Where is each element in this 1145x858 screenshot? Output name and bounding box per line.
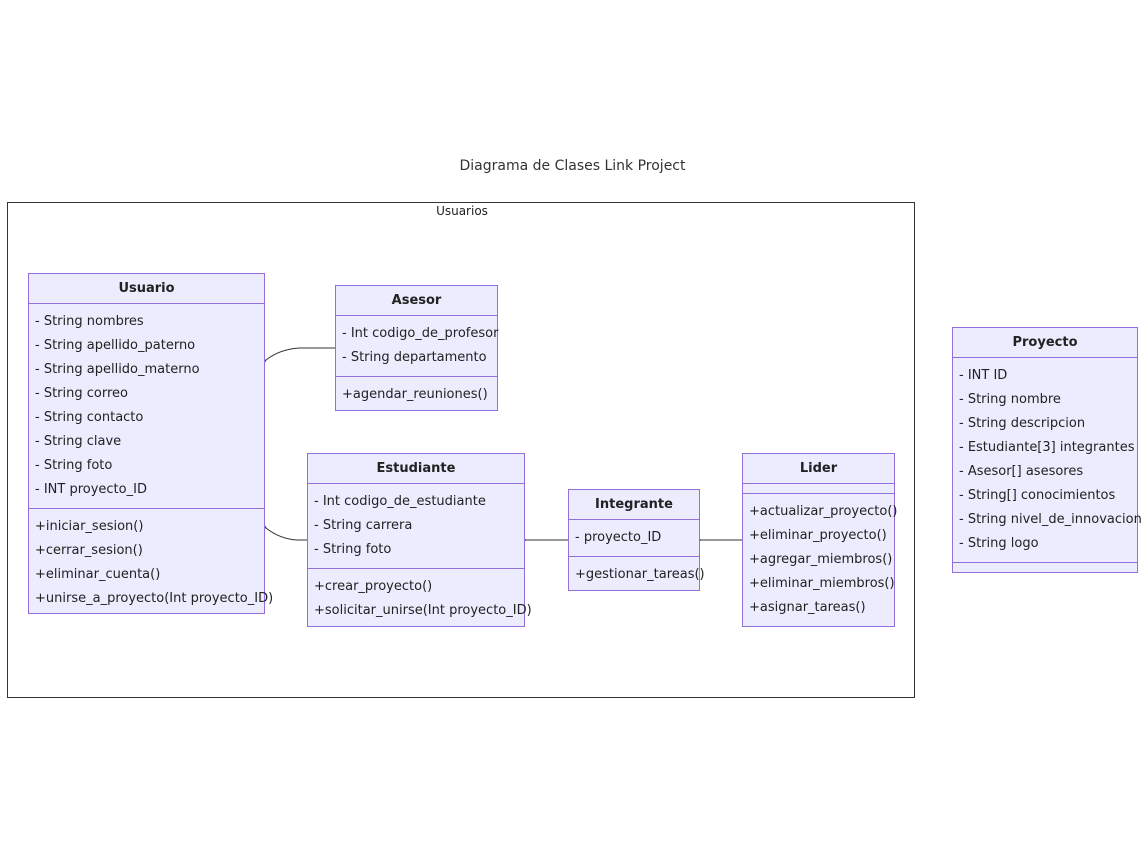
diagram-title: Diagrama de Clases Link Project: [459, 158, 686, 174]
class-method: +actualizar_proyecto(): [749, 504, 898, 519]
class-attribute: - String nombre: [959, 392, 1061, 407]
class-estudiante: Estudiante - Int codigo_de_estudiante - …: [307, 453, 532, 629]
class-attribute: - String departamento: [342, 350, 487, 365]
class-attribute: - String correo: [35, 386, 128, 401]
class-method: +eliminar_cuenta(): [35, 567, 161, 582]
class-attribute: - String foto: [35, 458, 113, 473]
class-attribute: - String apellido_paterno: [35, 338, 196, 353]
class-attribute: - String logo: [959, 536, 1039, 551]
class-attribute: - String apellido_materno: [35, 362, 200, 377]
class-methods: +crear_proyecto() +solicitar_unirse(Int …: [308, 568, 532, 629]
package-label: Usuarios: [436, 204, 488, 218]
class-name: Lider: [743, 454, 894, 484]
class-attribute: - String nombres: [35, 314, 144, 329]
class-attribute: - String carrera: [314, 518, 413, 533]
class-method: +agregar_miembros(): [749, 552, 893, 567]
class-attribute: - Int codigo_de_profesor: [342, 326, 499, 341]
class-asesor: Asesor - Int codigo_de_profesor - String…: [335, 285, 498, 411]
class-attribute: - INT proyecto_ID: [35, 482, 147, 497]
class-attribute: - Asesor[] asesores: [959, 464, 1084, 479]
class-attributes: - Int codigo_de_estudiante - String carr…: [308, 484, 524, 568]
class-attributes: - Int codigo_de_profesor - String depart…: [336, 316, 499, 376]
class-attribute: - Int codigo_de_estudiante: [314, 494, 486, 509]
class-method: +asignar_tareas(): [749, 600, 866, 615]
class-name: Integrante: [569, 490, 699, 520]
class-attribute: - String descripcion: [959, 416, 1086, 431]
class-attribute: - String nivel_de_innovacion: [959, 512, 1142, 527]
class-method: +unirse_a_proyecto(Int proyecto_ID): [35, 591, 274, 606]
class-method: +eliminar_proyecto(): [749, 528, 887, 543]
class-name: Usuario: [29, 274, 264, 304]
class-method: +solicitar_unirse(Int proyecto_ID): [314, 603, 532, 618]
class-attribute: - INT ID: [959, 368, 1008, 383]
class-method: +iniciar_sesion(): [35, 519, 144, 534]
class-attribute: - String[] conocimientos: [959, 488, 1116, 503]
class-method: +agendar_reuniones(): [342, 387, 488, 402]
class-name: Asesor: [336, 286, 497, 316]
package-usuarios: Usuarios: [7, 202, 915, 698]
class-attributes: - String nombres - String apellido_pater…: [29, 304, 264, 508]
class-method: +crear_proyecto(): [314, 579, 433, 594]
class-attribute: - String foto: [314, 542, 392, 557]
class-methods: [953, 562, 1137, 571]
class-integrante: Integrante - proyecto_ID +gestionar_tare…: [568, 489, 705, 593]
class-attributes: - INT ID - String nombre - String descri…: [953, 358, 1142, 562]
class-methods: +gestionar_tareas(): [569, 556, 705, 593]
class-attributes: - proyecto_ID: [569, 520, 699, 556]
class-attribute: - String contacto: [35, 410, 144, 425]
class-attribute: - Estudiante[3] integrantes: [959, 440, 1135, 455]
class-method: +gestionar_tareas(): [575, 567, 705, 582]
class-name: Proyecto: [953, 328, 1137, 358]
class-name: Estudiante: [308, 454, 524, 484]
class-methods: +actualizar_proyecto() +eliminar_proyect…: [743, 493, 898, 626]
class-methods: +agendar_reuniones(): [336, 376, 497, 413]
class-method: +cerrar_sesion(): [35, 543, 143, 558]
class-method: +eliminar_miembros(): [749, 576, 895, 591]
class-methods: +iniciar_sesion() +cerrar_sesion() +elim…: [29, 508, 274, 617]
class-lider: Lider +actualizar_proyecto() +eliminar_p…: [742, 453, 898, 627]
class-attribute: - proyecto_ID: [575, 530, 662, 545]
class-attributes: [743, 484, 894, 493]
class-attribute: - String clave: [35, 434, 122, 449]
class-proyecto: Proyecto - INT ID - String nombre - Stri…: [952, 327, 1142, 573]
class-usuario: Usuario - String nombres - String apelli…: [28, 273, 274, 617]
